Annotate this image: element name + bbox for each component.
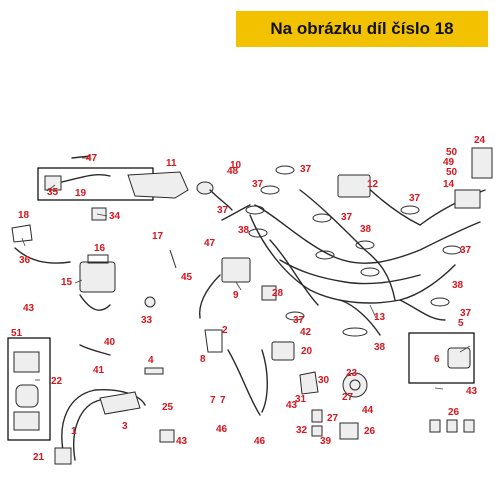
callout-32: 32	[296, 425, 308, 436]
callout-50: 50	[446, 167, 458, 178]
callout-44: 44	[362, 405, 374, 416]
callout-1: 1	[71, 426, 77, 437]
callout-43: 43	[176, 436, 188, 447]
callout-34: 34	[109, 211, 121, 222]
callout-51: 51	[11, 328, 23, 339]
callout-37: 37	[341, 212, 353, 223]
callout-11: 11	[166, 158, 177, 169]
wire-clips	[245, 165, 462, 337]
callout-4: 4	[148, 355, 154, 366]
callout-46: 46	[216, 424, 228, 435]
callout-41: 41	[93, 365, 105, 376]
component-shapes	[11, 147, 493, 465]
callout-43: 43	[466, 386, 478, 397]
callout-18: 18	[18, 210, 30, 221]
group-frame-5	[408, 332, 475, 384]
callout-37: 37	[460, 245, 472, 256]
callout-43: 43	[286, 400, 298, 411]
callout-21: 21	[33, 452, 45, 463]
callout-48: 48	[227, 166, 239, 177]
callout-23: 23	[346, 368, 358, 379]
callout-50: 50	[446, 147, 458, 158]
callout-30: 30	[318, 375, 330, 386]
callout-5: 5	[458, 318, 464, 329]
callout-37: 37	[217, 205, 229, 216]
callout-37: 37	[460, 308, 472, 319]
callout-15: 15	[61, 277, 73, 288]
callout-43: 43	[23, 303, 35, 314]
leader-lines	[21, 157, 471, 390]
callout-12: 12	[367, 179, 379, 190]
callout-26: 26	[364, 426, 376, 437]
callout-36: 36	[19, 255, 31, 266]
callout-38: 38	[452, 280, 464, 291]
callout-27: 27	[342, 392, 354, 403]
callout-7: 7	[220, 395, 226, 406]
callout-49: 49	[443, 157, 455, 168]
callout-26: 26	[448, 407, 460, 418]
main-harness	[221, 179, 486, 336]
callout-6: 6	[434, 354, 440, 365]
callout-25: 25	[162, 402, 174, 413]
callout-38: 38	[238, 225, 250, 236]
callout-28: 28	[272, 288, 284, 299]
callout-38: 38	[374, 342, 386, 353]
part-number-banner: Na obrázku díl číslo 18	[236, 11, 488, 47]
callout-37: 37	[300, 164, 312, 175]
callout-14: 14	[443, 179, 455, 190]
callout-24: 24	[474, 135, 486, 146]
callout-37: 37	[293, 315, 305, 326]
callout-9: 9	[233, 290, 239, 301]
callout-47: 47	[204, 238, 216, 249]
callout-40: 40	[104, 337, 116, 348]
callout-8: 8	[200, 354, 206, 365]
callout-17: 17	[152, 231, 164, 242]
callout-10: 10	[230, 160, 242, 171]
callout-45: 45	[181, 272, 193, 283]
callout-42: 42	[300, 327, 312, 338]
callout-3: 3	[122, 421, 128, 432]
callout-38: 38	[360, 224, 372, 235]
group-frame-22	[7, 337, 51, 441]
callout-31: 31	[295, 394, 307, 405]
callout-33: 33	[141, 315, 153, 326]
callout-35: 35	[47, 187, 59, 198]
callout-19: 19	[75, 188, 87, 199]
callout-37: 37	[252, 179, 264, 190]
callout-39: 39	[320, 436, 332, 447]
callout-22: 22	[51, 376, 63, 387]
callout-13: 13	[374, 312, 386, 323]
callout-37: 37	[409, 193, 421, 204]
callout-20: 20	[301, 346, 313, 357]
callout-7: 7	[210, 395, 216, 406]
callout-47: 47	[86, 153, 98, 164]
callout-27: 27	[327, 413, 339, 424]
callout-16: 16	[94, 243, 106, 254]
callout-2: 2	[222, 325, 228, 336]
callout-46: 46	[254, 436, 266, 447]
callout-labels: 47 19 35 11 10 48 37 37 12 24 50 49 50 1…	[11, 135, 486, 463]
